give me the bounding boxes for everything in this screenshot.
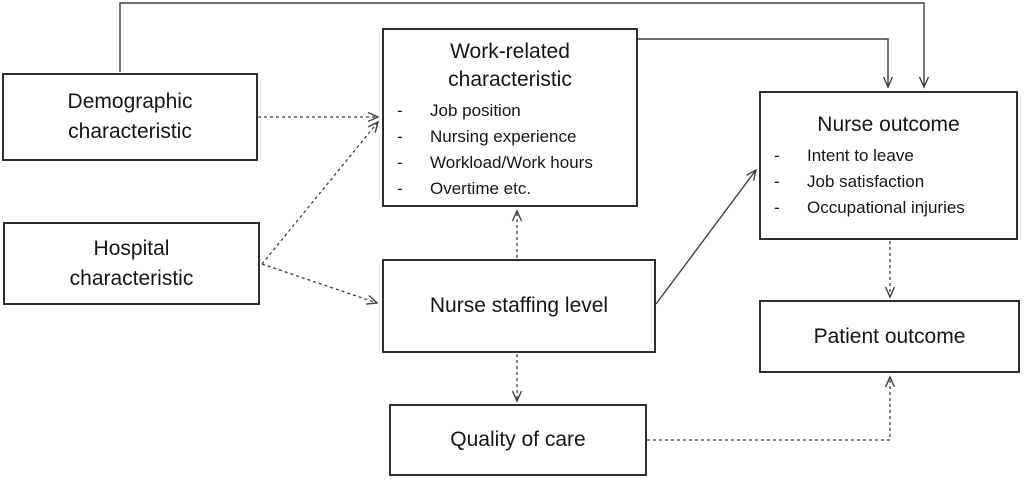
edge-demographic-to-nurse-outcome [119, 2, 930, 89]
list-item-text: Workload/Work hours [430, 153, 593, 172]
bullet-dash: - [397, 127, 403, 146]
node-work-related-title: Work-related characteristic [448, 40, 572, 91]
list-item-text: Job position [430, 101, 521, 120]
bullet-dash: - [774, 172, 780, 191]
node-patient-outcome-label: Patient outcome [813, 324, 966, 348]
bullet-dash: - [774, 146, 780, 165]
edge-nurse-staffing-to-nurse-outcome [655, 168, 758, 305]
nurse-outcome-item-list: - Intent to leave - Job satisfaction - O… [761, 143, 1016, 221]
node-demographic-label: Demographic characteristic [67, 90, 193, 143]
node-hospital: Hospital characteristic [3, 222, 260, 305]
node-demographic: Demographic characteristic [2, 73, 258, 161]
node-quality-of-care: Quality of care [389, 404, 647, 476]
list-item-text: Overtime etc. [430, 179, 532, 198]
list-item-text: Job satisfaction [807, 172, 925, 191]
edge-quality-of-care-to-patient-outcome [647, 375, 896, 441]
list-item: - Job satisfaction [761, 169, 1016, 195]
node-nurse-staffing: Nurse staffing level [382, 259, 656, 353]
list-item: - Overtime etc. [384, 176, 636, 202]
list-item: - Job position [384, 98, 636, 124]
node-quality-of-care-label: Quality of care [450, 428, 586, 451]
bullet-dash: - [397, 101, 403, 120]
node-nurse-staffing-label: Nurse staffing level [429, 294, 609, 317]
node-nurse-outcome: Nurse outcome - Intent to leave - Job sa… [759, 91, 1018, 240]
list-item: - Intent to leave [761, 143, 1016, 169]
edge-hospital-to-nurse-staffing [261, 263, 379, 305]
list-item-text: Occupational injuries [807, 198, 965, 217]
list-item-text: Nursing experience [430, 127, 577, 146]
list-item: - Workload/Work hours [384, 150, 636, 176]
bullet-dash: - [397, 179, 403, 198]
node-patient-outcome: Patient outcome [759, 300, 1020, 373]
list-item-text: Intent to leave [807, 146, 914, 165]
edge-work-related-to-nurse-outcome [638, 38, 894, 89]
bullet-dash: - [397, 153, 403, 172]
work-related-item-list: - Job position - Nursing experience - Wo… [384, 98, 636, 202]
bullet-dash: - [774, 198, 780, 217]
list-item: - Nursing experience [384, 124, 636, 150]
node-hospital-label: Hospital characteristic [69, 236, 194, 290]
list-item: - Occupational injuries [761, 195, 1016, 221]
edge-hospital-to-work-related [261, 120, 380, 265]
node-nurse-outcome-title: Nurse outcome [817, 113, 960, 136]
node-work-related: Work-related characteristic - Job positi… [382, 28, 638, 207]
